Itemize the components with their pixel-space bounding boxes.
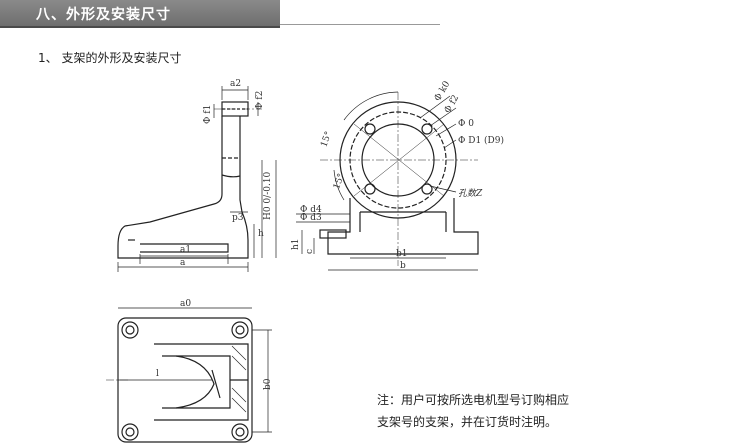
order-note: 注：用户可按所选电机型号订购相应 支架号的支架，并在订货时注明。 — [377, 389, 569, 433]
label-a1: a1 — [180, 245, 191, 255]
label-hole-count: 孔数Z — [458, 188, 483, 199]
subsection-title: 1、 支架的外形及安装尺寸 — [38, 51, 182, 65]
label-phi-f2-front: Φ f2 — [443, 94, 461, 116]
note-line-1: 注：用户可按所选电机型号订购相应 — [377, 393, 570, 407]
label-p3: p3 — [232, 213, 244, 223]
label-b1: b1 — [396, 249, 408, 259]
label-phi-d4: Φ d4 — [300, 205, 322, 215]
side-view — [117, 86, 277, 272]
label-b0: b0 — [263, 378, 273, 390]
label-phi-f2-side: Φ f2 — [255, 91, 265, 110]
label-l: l — [156, 369, 159, 379]
label-h1: h1 — [291, 238, 301, 250]
label-phi-f1: Φ f1 — [203, 105, 213, 124]
label-a0: a0 — [180, 299, 191, 309]
front-view — [296, 91, 479, 271]
label-a2: a2 — [230, 79, 241, 89]
label-a: a — [180, 258, 186, 268]
label-phi-0: Φ 0 — [458, 119, 474, 129]
label-c: c — [305, 249, 315, 254]
section-header: 八、外形及安装尺寸 — [0, 0, 280, 28]
label-angle-bottom: 15° — [332, 172, 347, 190]
label-phi-d1: Φ D1 (D9) — [458, 135, 504, 146]
label-h0: H0 0/-0.10 — [263, 171, 273, 220]
label-angle-top: 15° — [319, 130, 334, 148]
section-title: 八、外形及安装尺寸 — [36, 7, 171, 23]
top-view — [106, 307, 272, 443]
note-line-2: 支架号的支架，并在订货时注明。 — [377, 415, 558, 429]
label-h: h — [258, 229, 264, 239]
label-phi-d3: Φ d3 — [300, 213, 322, 223]
header-divider — [280, 24, 440, 25]
label-b: b — [400, 261, 406, 271]
